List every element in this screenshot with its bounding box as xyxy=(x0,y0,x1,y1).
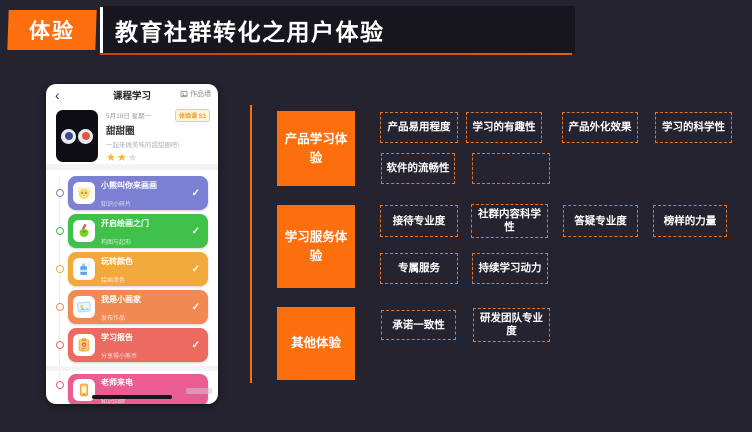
check-icon: ✓ xyxy=(191,225,200,237)
picture-frame-icon xyxy=(73,296,95,318)
factor-box: 学习的科学性 xyxy=(655,112,732,143)
lesson-title: 开启绘画之门 xyxy=(101,219,149,228)
group-box-other: 其他体验 xyxy=(277,307,355,380)
watermark xyxy=(186,388,212,394)
lesson-title: 老师来电 xyxy=(101,378,133,387)
spray-can-icon xyxy=(73,258,95,280)
timeline-dot xyxy=(56,341,64,349)
factor-box-empty xyxy=(472,153,550,184)
timeline-dot xyxy=(56,227,64,235)
photo-wall-icon xyxy=(180,90,188,98)
diagram-spine xyxy=(250,105,252,383)
phone-call-icon xyxy=(73,379,95,401)
factor-box: 产品易用程度 xyxy=(380,112,458,143)
course-date: 5月18日 星期一 xyxy=(106,113,152,120)
header-underline xyxy=(100,53,572,55)
lesson-item[interactable]: 玩转颜色绘画涂色 ✓ xyxy=(68,252,208,286)
lesson-title: 小熊叫你来画画 xyxy=(101,181,157,190)
timeline-dot xyxy=(56,381,64,389)
lesson-title: 学习报告 xyxy=(101,333,133,342)
course-thumbnail xyxy=(56,110,98,162)
factor-box: 学习的有趣性 xyxy=(466,112,542,143)
app-navbar: ‹ 课程学习 作品墙 xyxy=(46,84,218,106)
timeline-dot xyxy=(56,265,64,273)
section-divider xyxy=(46,366,218,371)
lesson-item[interactable]: 老师来电知识回顾 xyxy=(68,374,208,404)
section-divider xyxy=(46,164,218,170)
donut-image xyxy=(78,128,93,144)
timeline-dot xyxy=(56,189,64,197)
course-subtitle: 一起来做美味的甜甜圈吧! xyxy=(106,142,180,149)
timeline-dot xyxy=(56,303,64,311)
header-strip: 教育社群转化之用户体验 xyxy=(103,6,575,53)
check-icon: ✓ xyxy=(191,339,200,351)
star-icon: ★ xyxy=(106,152,117,164)
factor-box: 软件的流畅性 xyxy=(381,153,455,184)
course-title: 甜甜圈 xyxy=(106,126,135,137)
slide-badge: 体验 xyxy=(7,10,97,50)
portfolio-wall-label: 作品墙 xyxy=(190,91,211,98)
lesson-item[interactable]: 学习报告分享得小熊币 ✓ xyxy=(68,328,208,362)
app-title: 课程学习 xyxy=(112,91,151,102)
group-box-product-learning: 产品学习体验 xyxy=(277,111,355,186)
check-icon: ✓ xyxy=(191,263,200,275)
lesson-subtitle: 分享得小熊币 xyxy=(101,354,138,360)
factor-box: 专属服务 xyxy=(380,253,458,284)
lesson-subtitle: 构图与起形 xyxy=(101,240,132,246)
back-chevron-icon[interactable]: ‹ xyxy=(55,87,60,103)
star-icon: ★ xyxy=(127,152,139,164)
star-icon: ★ xyxy=(116,152,128,164)
check-icon: ✓ xyxy=(191,187,200,199)
course-tag-badge: 体验课 S1 xyxy=(174,109,210,122)
course-rating[interactable]: ★★★ xyxy=(106,151,210,164)
factor-box: 持续学习动力 xyxy=(472,253,548,284)
lesson-item[interactable]: 我是小画家发布作品 ✓ xyxy=(68,290,208,324)
factor-box: 研发团队专业度 xyxy=(473,308,550,342)
header-divider xyxy=(100,7,103,54)
lesson-item[interactable]: 小熊叫你来画画知识小碎片 ✓ xyxy=(68,176,208,210)
group-box-learning-service: 学习服务体验 xyxy=(277,205,355,288)
donut-image xyxy=(61,128,76,144)
factor-box: 产品外化效果 xyxy=(562,112,638,143)
lesson-subtitle: 发布作品 xyxy=(101,316,126,322)
clipboard-icon xyxy=(73,334,95,356)
factor-box: 社群内容科学性 xyxy=(471,204,548,238)
check-icon: ✓ xyxy=(191,301,200,313)
page-title: 教育社群转化之用户体验 xyxy=(115,18,385,45)
factor-box: 承诺一致性 xyxy=(381,310,456,340)
course-card[interactable]: 5月18日 星期一 体验课 S1 甜甜圈 一起来做美味的甜甜圈吧! ★★★ xyxy=(56,109,210,164)
phone-screenshot: ‹ 课程学习 作品墙 5月18日 星期一 体验课 S1 甜甜圈 一起来做美味的甜… xyxy=(46,84,218,404)
bear-icon xyxy=(73,182,95,204)
portfolio-wall-button[interactable]: 作品墙 xyxy=(180,89,211,99)
lesson-title: 我是小画家 xyxy=(101,295,141,304)
lesson-subtitle: 知识小碎片 xyxy=(101,202,132,208)
factor-box: 答疑专业度 xyxy=(563,205,638,237)
factor-box: 榜样的力量 xyxy=(653,205,727,237)
lesson-timeline xyxy=(59,179,60,385)
paintbrush-icon xyxy=(73,220,95,242)
lesson-subtitle: 知识回顾 xyxy=(101,399,126,404)
home-indicator xyxy=(92,395,172,399)
factor-box: 接待专业度 xyxy=(380,205,458,237)
lesson-subtitle: 绘画涂色 xyxy=(101,278,126,284)
lesson-item[interactable]: 开启绘画之门构图与起形 ✓ xyxy=(68,214,208,248)
lesson-title: 玩转颜色 xyxy=(101,257,133,266)
